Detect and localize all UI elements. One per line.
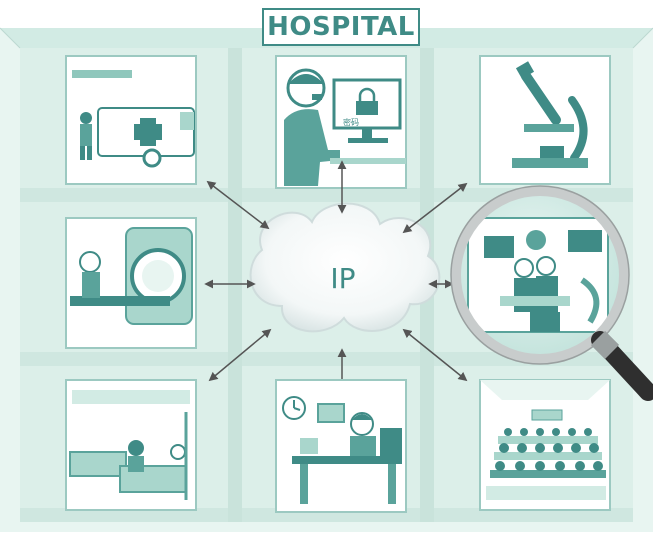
- technician-figure: [79, 251, 101, 298]
- hospital-bed-icon: [69, 440, 187, 493]
- office-monitor: [380, 428, 402, 458]
- connection-arrows: [204, 160, 468, 398]
- ambulance-icon: [97, 107, 195, 168]
- surgical-monitor: [484, 236, 514, 258]
- arrow-upper-right: [402, 182, 468, 234]
- clock-icon: [282, 396, 306, 420]
- hospital-title-box: HOSPITAL: [262, 8, 420, 46]
- arrow-lower-right: [402, 328, 468, 382]
- mri-scanner-icon: [125, 227, 193, 325]
- magnifier-icon: [450, 185, 653, 401]
- ambulance-sign: [72, 70, 132, 78]
- room-lecture-hall: [479, 379, 611, 511]
- desk: [330, 158, 406, 164]
- arrow-lower-left: [208, 328, 272, 382]
- monitor-text: 密码: [343, 117, 359, 127]
- room-ambulance-bay: [65, 55, 197, 185]
- desk-item: [300, 438, 318, 454]
- surgical-lamp: [526, 230, 546, 250]
- room-secure-workstation: 密码: [275, 55, 407, 189]
- surgical-monitor-2: [568, 230, 602, 252]
- doctor-figure: [284, 68, 340, 186]
- room-laboratory: [479, 55, 611, 185]
- room-patient-ward: [65, 379, 197, 511]
- ip-label: IP: [330, 262, 356, 295]
- office-worker-figure: [350, 412, 376, 458]
- hospital-title: HOSPITAL: [267, 12, 415, 42]
- patient-table: [70, 296, 170, 306]
- paramedic-figure: [80, 112, 92, 160]
- microscope-icon: [512, 61, 588, 168]
- room-mri: [65, 217, 197, 349]
- arrow-upper-left: [206, 180, 270, 230]
- audience-icon: [490, 428, 606, 478]
- room-office: [275, 379, 407, 513]
- monitor: 密码: [332, 78, 402, 143]
- lock-icon: [356, 87, 378, 115]
- office-desk: [292, 456, 402, 464]
- wall-picture: [317, 403, 345, 423]
- room-operating-theatre: [450, 185, 653, 401]
